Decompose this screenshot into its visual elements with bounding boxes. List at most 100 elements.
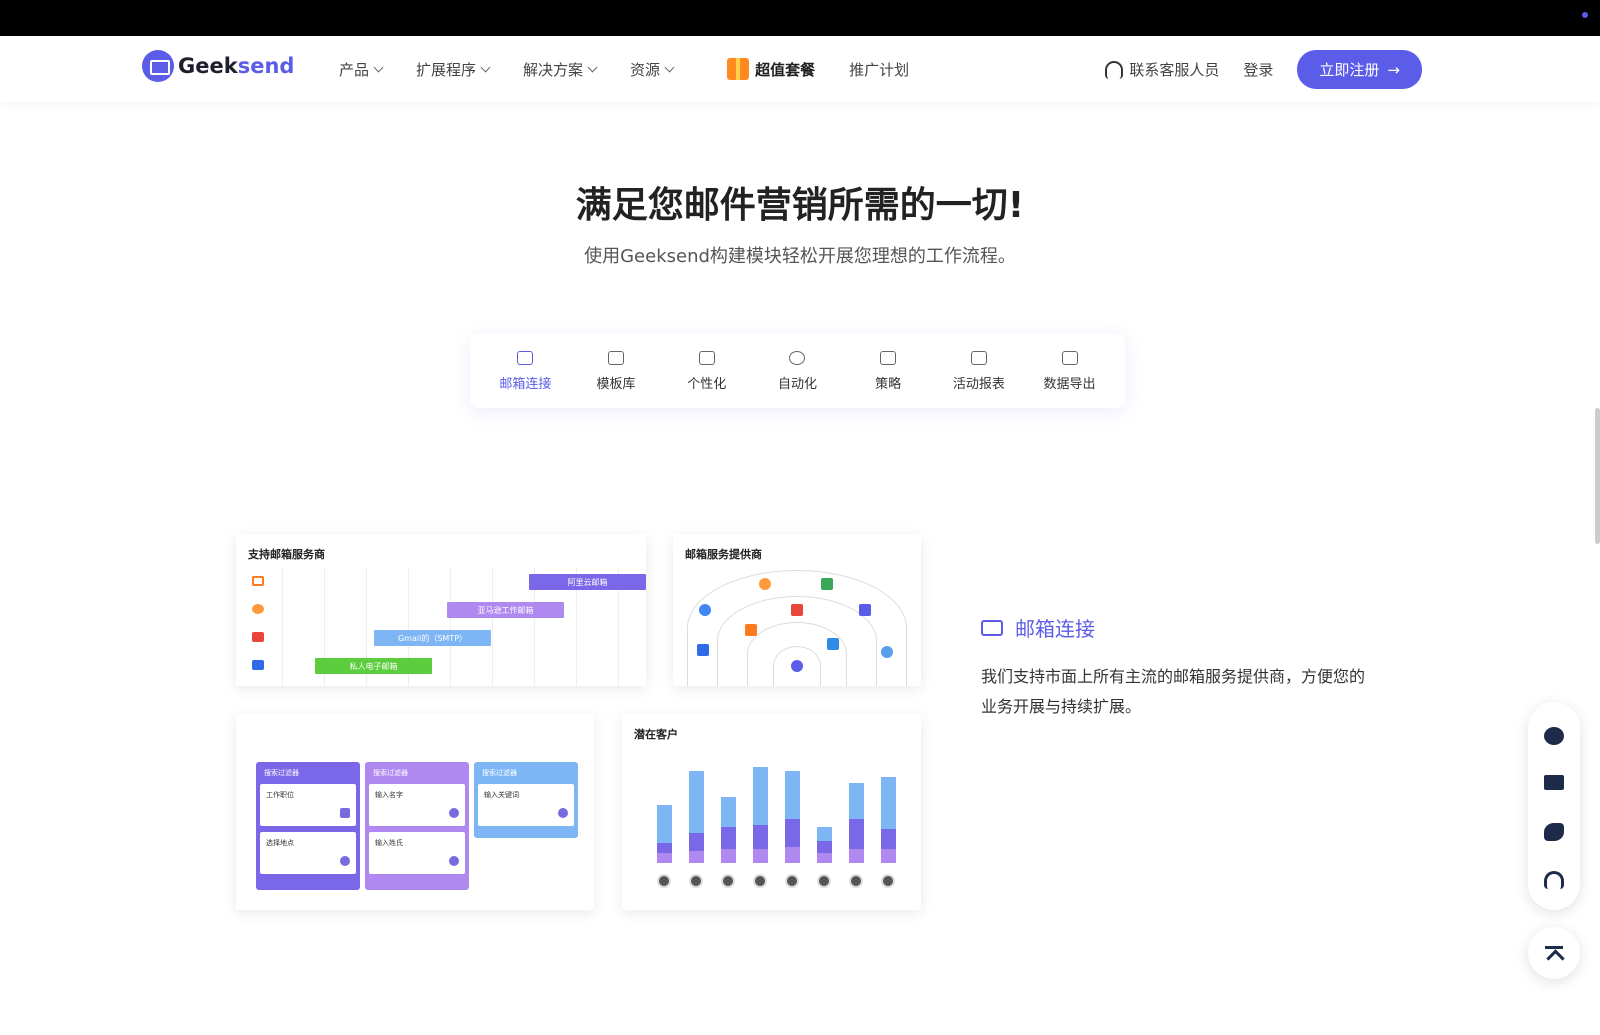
bar-segment <box>753 767 768 825</box>
chevron-down-icon <box>587 62 598 72</box>
menu-item-affiliate[interactable]: 推广计划 <box>849 60 910 79</box>
login-link[interactable]: 登录 <box>1243 61 1274 79</box>
google-icon <box>699 604 711 616</box>
filter-panel-keyword: 搜索过滤器 输入关键词 <box>474 762 578 838</box>
bar-segment <box>817 853 832 863</box>
floating-contact-bar <box>1528 702 1580 910</box>
grid-line <box>576 568 577 686</box>
tab-campaign-report[interactable]: 活动报表 <box>939 350 1019 392</box>
chart-title: 潜在客户 <box>634 728 678 741</box>
aws-icon <box>252 604 264 614</box>
bar-segment <box>721 797 736 827</box>
orbit-arc <box>773 646 821 686</box>
menu-item-products[interactable]: 产品 <box>339 59 384 80</box>
grid-line <box>450 568 451 686</box>
hero-title: 满足您邮件营销所需的一切! <box>575 185 1025 226</box>
bar-segment <box>657 805 672 843</box>
bar-segment <box>817 841 832 853</box>
main-menu: 产品 扩展程序 解决方案 资源 超值套餐 推广计划 <box>339 36 943 102</box>
bar-segment <box>689 851 704 863</box>
tab-strategy[interactable]: 策略 <box>848 350 928 392</box>
filter-first-name: 输入名字 <box>369 784 465 826</box>
orbit-arc <box>717 596 877 686</box>
phone-icon[interactable] <box>1544 823 1564 841</box>
grid-line <box>366 568 367 686</box>
menu-item-resources[interactable]: 资源 <box>630 59 675 80</box>
id-card-icon <box>340 808 350 818</box>
bar-segment <box>849 783 864 819</box>
bar-segment <box>689 771 704 833</box>
microsoft-icon <box>821 578 833 590</box>
gmail-icon <box>791 604 803 616</box>
grid-line <box>324 568 325 686</box>
contact-support-link[interactable]: 联系客服人员 <box>1105 59 1219 80</box>
card-title: 支持邮箱服务商 <box>248 548 325 561</box>
layout-icon <box>608 350 625 365</box>
gantt-bar-aliyun: 阿里云邮箱 <box>529 574 646 590</box>
bar-segment <box>785 819 800 847</box>
bar-segment <box>785 771 800 819</box>
gantt-bar-private: 私人电子邮箱 <box>315 658 432 674</box>
avatar <box>817 874 831 888</box>
feature-tabs: 邮箱连接 模板库 个性化 自动化 策略 活动报表 数据导出 <box>470 334 1125 408</box>
supported-providers-card: 支持邮箱服务商 阿里云邮箱 亚马逊工作邮箱 Gmail的（SMTP） 私人电子邮… <box>236 534 646 686</box>
geeksend-icon <box>791 660 803 672</box>
avatar <box>657 874 671 888</box>
chevron-down-icon <box>373 62 384 72</box>
shirt-icon <box>698 350 715 365</box>
report-icon <box>970 350 987 365</box>
logo[interactable]: Geeksend <box>142 50 294 82</box>
aliyun-icon <box>745 624 757 636</box>
feature-title: 邮箱连接 <box>1015 617 1095 641</box>
bar-segment <box>849 819 864 849</box>
bar-segment <box>881 777 896 829</box>
arrow-right-icon: → <box>1387 60 1400 79</box>
leads-chart-card: 潜在客户 <box>622 714 921 910</box>
gift-icon <box>727 58 750 80</box>
grid-line <box>282 568 283 686</box>
bar-segment <box>753 849 768 863</box>
grid-line <box>534 568 535 686</box>
nav-actions: 联系客服人员 登录 立即注册→ <box>1105 50 1422 89</box>
mail-icon[interactable] <box>1544 775 1564 790</box>
gantt-bar-gmail: Gmail的（SMTP） <box>374 630 491 646</box>
feature-description: 我们支持市面上所有主流的邮箱服务提供商，方便您的业务开展与持续扩展。 <box>981 667 1366 716</box>
tab-data-export[interactable]: 数据导出 <box>1030 350 1110 392</box>
sliders-icon <box>1061 350 1078 365</box>
headset-icon[interactable] <box>1544 871 1564 889</box>
orbit-arc <box>687 570 907 686</box>
strategy-icon <box>880 350 897 365</box>
chevron-down-icon <box>664 62 675 72</box>
grid-line <box>618 568 619 686</box>
signup-button[interactable]: 立即注册→ <box>1297 50 1422 89</box>
nylas-icon <box>859 604 871 616</box>
gantt-bar-amazon: 亚马逊工作邮箱 <box>447 602 564 618</box>
tab-personalization[interactable]: 个性化 <box>667 350 747 392</box>
top-navigation: Geeksend 产品 扩展程序 解决方案 资源 超值套餐 推广计划 联系客服人… <box>0 36 1600 102</box>
menu-item-solutions[interactable]: 解决方案 <box>523 59 598 80</box>
tab-mailbox-connect[interactable]: 邮箱连接 <box>485 350 565 392</box>
bar-segment <box>657 853 672 863</box>
bar-segment <box>817 827 832 841</box>
key-icon <box>558 808 568 818</box>
bar-chart <box>622 714 921 910</box>
avatar <box>785 874 799 888</box>
menu-item-promo[interactable]: 超值套餐 <box>727 58 815 80</box>
filter-location: 选择地点 <box>260 832 356 874</box>
scrollbar[interactable] <box>1595 408 1600 544</box>
browser-top-bar <box>0 0 1600 36</box>
tab-automation[interactable]: 自动化 <box>757 350 837 392</box>
grid-line <box>408 568 409 686</box>
tab-templates[interactable]: 模板库 <box>576 350 656 392</box>
link-icon <box>517 350 534 365</box>
back-to-top-button[interactable] <box>1528 927 1580 979</box>
arrow-up-icon <box>1545 946 1563 960</box>
outlook-icon <box>827 638 839 650</box>
indicator-dot <box>1582 12 1588 18</box>
bar-segment <box>689 833 704 851</box>
filter-keyword: 输入关键词 <box>478 784 574 826</box>
bar-segment <box>721 827 736 849</box>
wechat-icon[interactable] <box>1544 727 1564 745</box>
menu-item-extensions[interactable]: 扩展程序 <box>416 59 491 80</box>
avatar <box>753 874 767 888</box>
